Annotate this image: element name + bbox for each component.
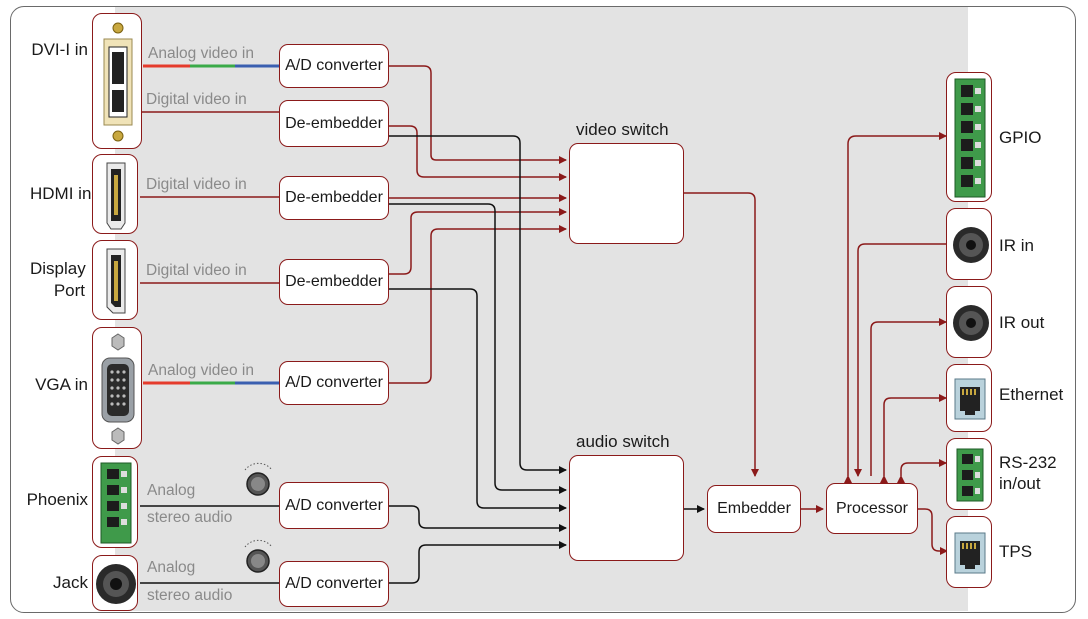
displayport-connector-icon <box>106 248 126 314</box>
hdmi-input-label: HDMI in <box>30 184 92 203</box>
ethernet-label: Ethernet <box>999 385 1064 404</box>
jack-port <box>92 555 138 611</box>
vga-port <box>92 327 142 449</box>
phoenix-stereo-audio-label: stereo audio <box>147 509 233 526</box>
ir-out-jack-icon <box>953 305 989 341</box>
audio-jack-icon <box>96 564 136 604</box>
ir-out-label: IR out <box>999 313 1045 332</box>
dvi-ad-converter: A/D converter <box>279 44 389 88</box>
jack-stereo-audio-label: stereo audio <box>147 587 233 604</box>
jack-analog-label: Analog <box>147 559 196 576</box>
displayport-port <box>92 240 138 320</box>
hdmi-digital-video-label: Digital video in <box>146 176 247 193</box>
dvi-de-embedder: De-embedder <box>279 100 389 147</box>
jack-volume-knob <box>244 539 273 573</box>
dp-de-embedder: De-embedder <box>279 259 389 305</box>
tps-rj45-icon <box>954 532 986 574</box>
phoenix-terminal-icon <box>100 462 132 544</box>
vga-connector-icon <box>101 333 135 445</box>
digital-input-lines <box>140 111 279 284</box>
hdmi-connector-icon <box>106 162 126 230</box>
ethernet-rj45-icon <box>954 378 986 420</box>
phoenix-port <box>92 456 138 548</box>
phoenix-analog-label: Analog <box>147 482 196 499</box>
dvi-analog-video-label: Analog video in <box>148 45 254 62</box>
ir-in-jack-icon <box>953 227 989 263</box>
displayport-label-line1: Display <box>30 259 86 278</box>
vga-analog-video-label: Analog video in <box>148 362 254 379</box>
processor-block: Processor <box>826 483 918 534</box>
jack-input-label: Jack <box>53 573 88 592</box>
audio-routing <box>389 135 705 584</box>
gpio-port <box>946 72 992 202</box>
device-area <box>115 7 968 611</box>
audio-switch <box>569 455 684 561</box>
rs232-port <box>946 438 992 510</box>
ir-in-port <box>946 208 992 280</box>
dvi-input-label: DVI-I in <box>31 40 88 59</box>
dvi-digital-video-label: Digital video in <box>146 91 247 108</box>
rs232-terminal-icon <box>956 448 984 502</box>
phoenix-volume-knob <box>244 462 273 496</box>
dvi-connector-icon <box>103 22 133 142</box>
hdmi-de-embedder: De-embedder <box>279 176 389 220</box>
ir-in-label: IR in <box>999 236 1034 255</box>
gpio-label: GPIO <box>999 128 1042 147</box>
hdmi-port <box>92 154 138 234</box>
dvi-port <box>92 13 142 149</box>
vga-input-label: VGA in <box>35 375 88 394</box>
jack-ad-converter: A/D converter <box>279 561 389 607</box>
phoenix-input-label: Phoenix <box>26 490 88 509</box>
video-switch <box>569 143 684 244</box>
tps-port <box>946 516 992 588</box>
audio-input-lines <box>140 505 279 584</box>
tps-label: TPS <box>999 542 1033 561</box>
ir-out-port <box>946 286 992 358</box>
phoenix-ad-converter: A/D converter <box>279 482 389 529</box>
gpio-terminal-icon <box>954 78 986 198</box>
rs232-label-line1: RS-232 <box>999 453 1057 472</box>
video-switch-title: video switch <box>576 120 669 139</box>
embedder-block: Embedder <box>707 485 801 533</box>
audio-switch-title: audio switch <box>576 432 670 451</box>
displayport-label-line2: Port <box>53 281 85 300</box>
rs232-label-line2: in/out <box>999 474 1041 493</box>
video-routing <box>389 65 567 384</box>
output-routing <box>684 132 948 555</box>
vga-ad-converter: A/D converter <box>279 361 389 405</box>
ethernet-port <box>946 364 992 432</box>
dp-digital-video-label: Digital video in <box>146 262 247 279</box>
